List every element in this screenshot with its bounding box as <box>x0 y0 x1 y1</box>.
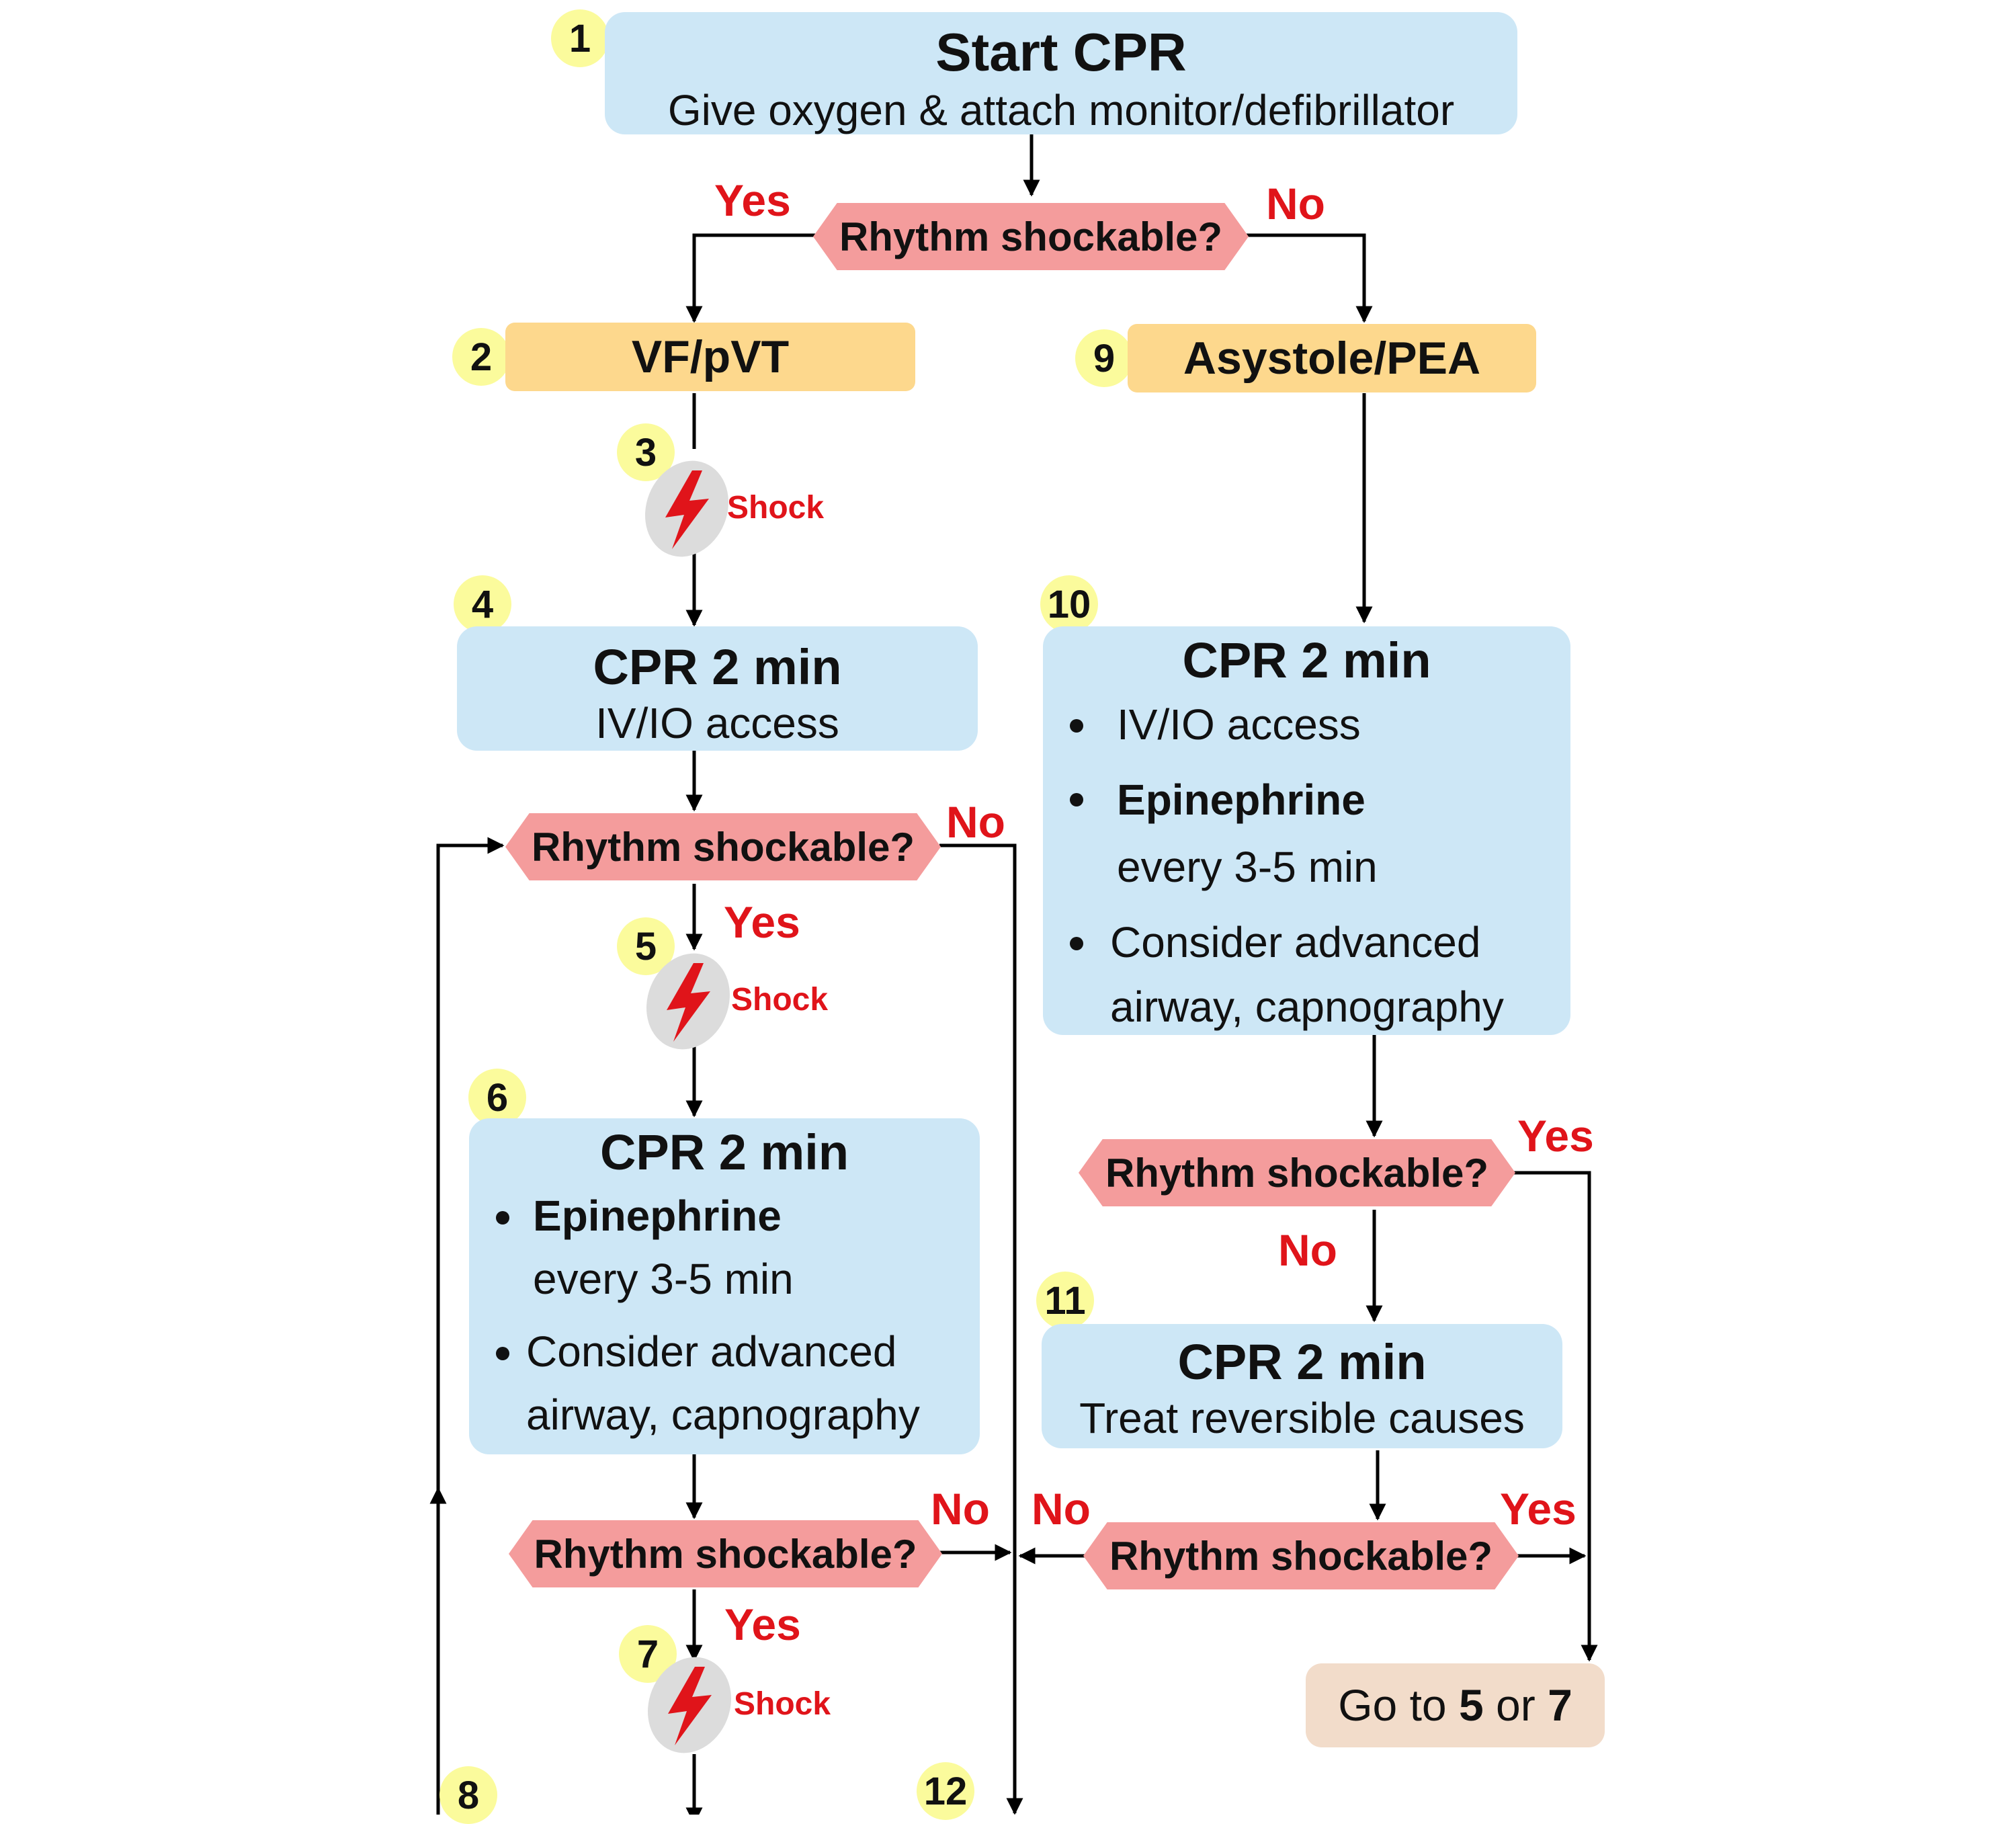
bullet-text: Consider advanced airway, capnography <box>1110 918 1504 1031</box>
cpr-title: CPR 2 min <box>1182 632 1431 688</box>
bullet-text: IV/IO access <box>1117 700 1361 749</box>
no-label: No <box>1032 1484 1091 1534</box>
lightning-bolt-icon <box>646 953 730 1050</box>
step-number-badge: 11 <box>1036 1272 1094 1329</box>
cpr-box-step-11: CPR 2 min Treat reversible causes <box>1042 1324 1562 1448</box>
rhythm-shockable-decision: Rhythm shockable? <box>1083 1522 1519 1589</box>
bullet-epinephrine: Epinephrine every 3-5 min <box>1043 766 1570 901</box>
step-number-badge: 8 <box>439 1766 497 1824</box>
cpr-box-step-10: CPR 2 min IV/IO access Epinephrine every… <box>1043 626 1570 1035</box>
bullet-epinephrine: Epinephrine every 3-5 min <box>469 1184 980 1311</box>
start-cpr-box: Start CPR Give oxygen & attach monitor/d… <box>605 12 1517 134</box>
bullet-advanced-airway: Consider advanced airway, capnography <box>469 1320 980 1446</box>
start-cpr-title: Start CPR <box>935 22 1187 82</box>
lightning-bolt-icon <box>648 1657 731 1753</box>
yes-label: Yes <box>714 175 791 225</box>
epinephrine-interval: every 3-5 min <box>1117 843 1378 891</box>
step-number-badge: 12 <box>917 1762 974 1820</box>
epinephrine-label: Epinephrine <box>533 1192 782 1240</box>
cpr-subtitle: Treat reversible causes <box>1079 1394 1525 1442</box>
step-number-badge: 1 <box>551 9 609 67</box>
step-number-badge: 6 <box>468 1069 526 1126</box>
yes-label: Yes <box>724 1600 801 1649</box>
go-to-mid: or <box>1496 1680 1536 1730</box>
no-label: No <box>1278 1225 1337 1275</box>
go-to-step-box: Go to 5 or 7 <box>1306 1663 1605 1747</box>
no-label: No <box>1266 179 1325 229</box>
go-to-prefix: Go to <box>1338 1680 1447 1730</box>
go-to-step-b: 7 <box>1548 1680 1572 1730</box>
bullet-iv-io-access: IV/IO access <box>1043 692 1570 757</box>
rhythm-shockable-decision: Rhythm shockable? <box>813 203 1249 270</box>
yes-label: Yes <box>724 897 800 947</box>
go-to-step-a: 5 <box>1458 1680 1484 1730</box>
lightning-bolt-icon <box>645 460 728 557</box>
asystole-pea-box: Asystole/PEA <box>1128 324 1536 392</box>
cpr-box-step-4: CPR 2 min IV/IO access <box>457 626 978 751</box>
step-number-badge: 2 <box>452 328 510 386</box>
step-number-badge: 9 <box>1075 329 1133 387</box>
epinephrine-interval: every 3-5 min <box>533 1255 794 1303</box>
no-label: No <box>931 1484 990 1534</box>
rhythm-shockable-decision: Rhythm shockable? <box>1079 1139 1515 1206</box>
cpr-subtitle: IV/IO access <box>595 699 839 747</box>
vf-pvt-box: VF/pVT <box>505 323 915 391</box>
yes-label: Yes <box>1500 1484 1577 1534</box>
shock-label: Shock <box>731 982 829 1018</box>
shock-label: Shock <box>734 1686 831 1722</box>
epinephrine-label: Epinephrine <box>1117 776 1366 824</box>
rhythm-shockable-decision: Rhythm shockable? <box>509 1520 942 1587</box>
cpr-title: CPR 2 min <box>1177 1334 1427 1390</box>
start-cpr-subtitle: Give oxygen & attach monitor/defibrillat… <box>667 86 1455 134</box>
cpr-title: CPR 2 min <box>599 1124 849 1180</box>
no-label: No <box>946 797 1005 847</box>
shock-label: Shock <box>727 490 825 526</box>
step-number-badge: 3 <box>617 423 675 481</box>
step-number-badge: 4 <box>454 575 511 633</box>
cpr-box-step-6: CPR 2 min Epinephrine every 3-5 min Cons… <box>469 1118 980 1454</box>
step-number-badge: 10 <box>1040 575 1098 633</box>
cpr-title: CPR 2 min <box>593 639 842 695</box>
bullet-advanced-airway: Consider advanced airway, capnography <box>1043 910 1570 1039</box>
bullet-text: Consider advanced airway, capnography <box>526 1327 920 1439</box>
yes-label: Yes <box>1517 1111 1594 1161</box>
rhythm-shockable-decision: Rhythm shockable? <box>505 813 941 880</box>
